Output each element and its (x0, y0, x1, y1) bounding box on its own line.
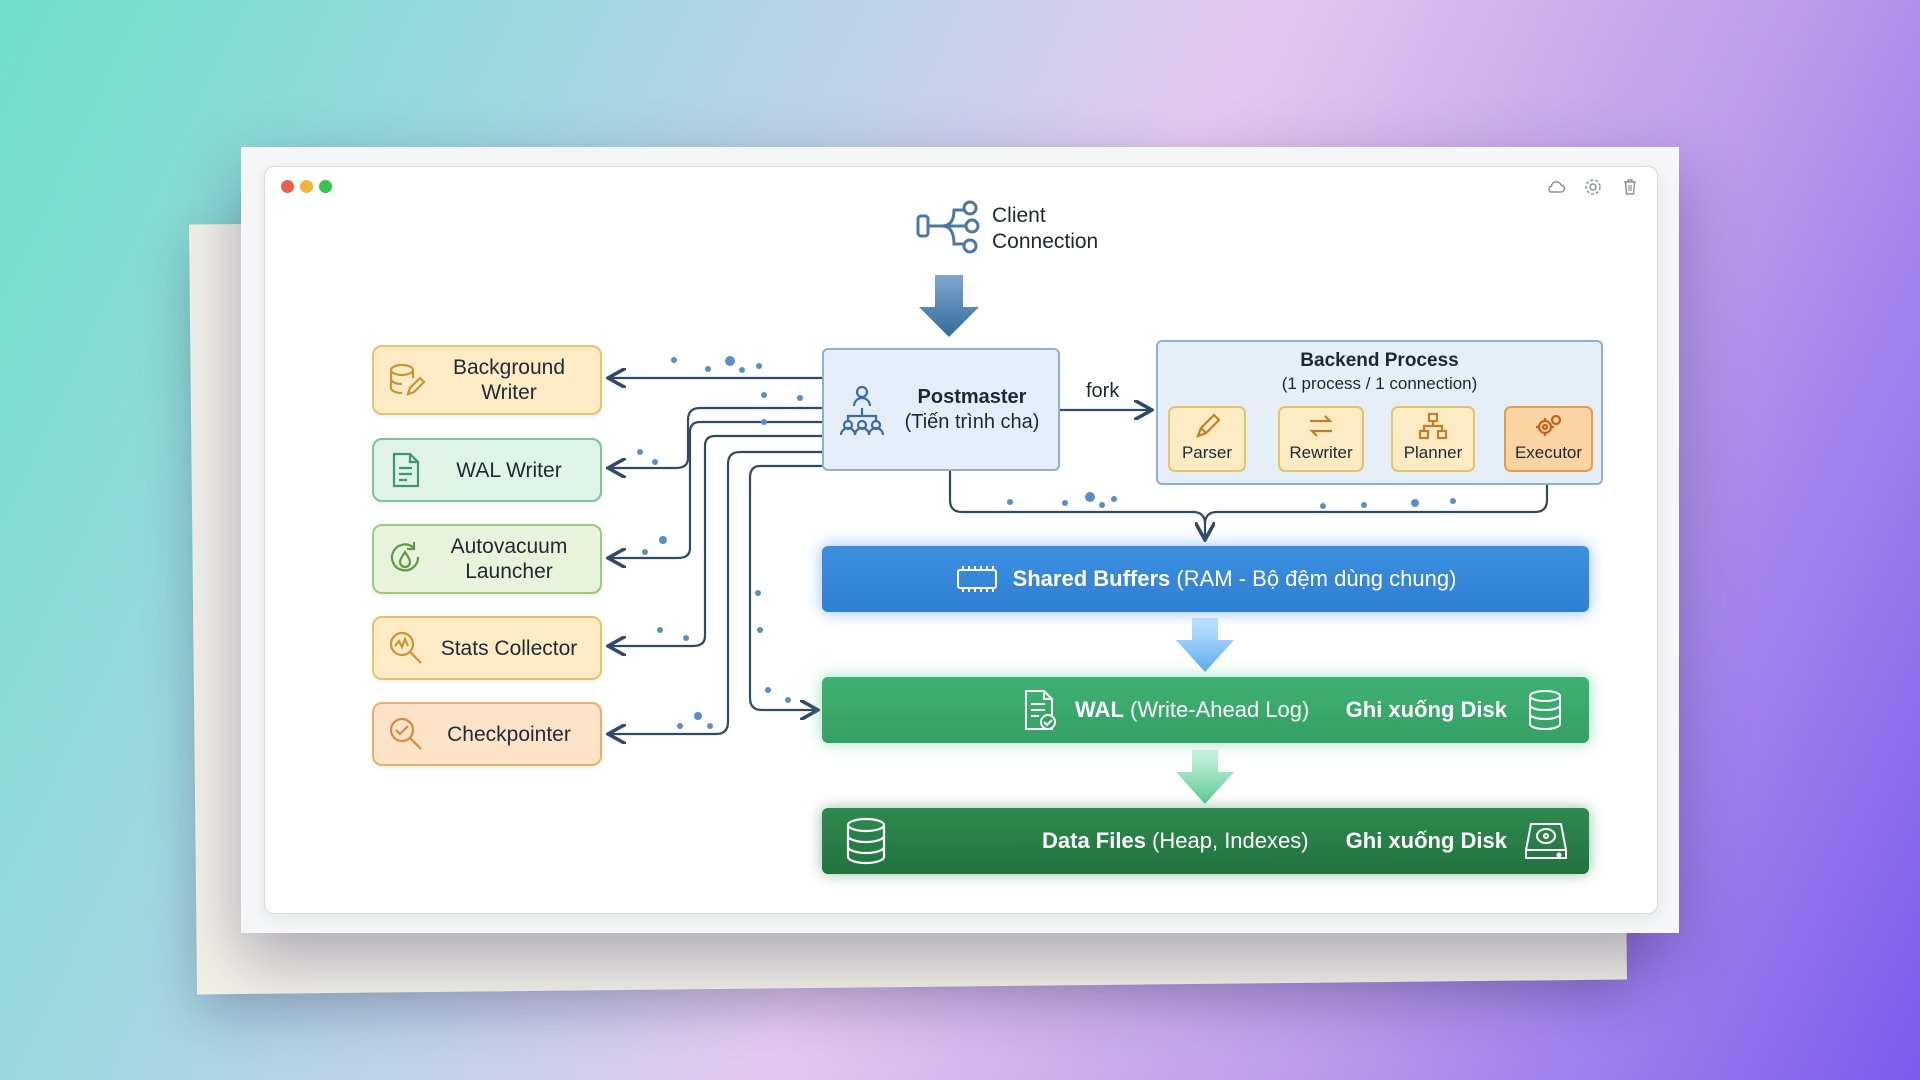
flow-arrow-shared-wal (1176, 618, 1234, 672)
cloud-icon[interactable] (1546, 177, 1566, 197)
connector-executor-shared (1203, 470, 1549, 525)
worker-stats-collector[interactable]: Stats Collector (372, 616, 602, 680)
minimize-window-button[interactable] (300, 180, 313, 193)
client-connection-label: Client Connection (992, 203, 1098, 255)
gears-icon (1535, 414, 1561, 436)
settings-icon[interactable] (1583, 177, 1603, 197)
stage-parser[interactable]: Parser (1168, 406, 1246, 472)
worker-wal-writer[interactable]: WAL Writer (372, 438, 602, 502)
decorative-dots (637, 356, 1456, 729)
worker-checkpointer[interactable]: Checkpointer (372, 702, 602, 766)
recycle-icon (390, 542, 420, 572)
connector-walwriter (610, 406, 822, 468)
document-icon (1025, 690, 1056, 730)
wal-disk-label: Ghi xuống Disk (1345, 697, 1507, 722)
connector-checkpointer (610, 450, 822, 734)
data-files-bar[interactable]: Data Files (Heap, Indexes) Ghi xuống Dis… (822, 808, 1589, 874)
wal-desc: (Write-Ahead Log) (1123, 697, 1310, 722)
postmaster-node[interactable]: Postmaster (Tiến trình cha) (822, 348, 1060, 471)
wal-title: WAL (1075, 697, 1124, 722)
data-files-title: Data Files (1042, 828, 1146, 853)
client-label-line2: Connection (992, 230, 1099, 253)
connector-wal (748, 464, 822, 710)
backend-subtitle: (1 process / 1 connection) (1281, 374, 1478, 393)
maximize-window-button[interactable] (319, 180, 332, 193)
search-check-icon (389, 717, 422, 750)
worker-label: Stats Collector (440, 636, 578, 660)
connector-postmaster-shared (948, 471, 1205, 538)
stage-executor[interactable]: Executor (1504, 406, 1593, 472)
close-window-button[interactable] (281, 180, 294, 193)
hierarchy-icon (1418, 412, 1448, 440)
document-icon (392, 452, 420, 488)
backend-title: Backend Process (1300, 350, 1459, 371)
pencil-icon (1196, 413, 1221, 438)
users-icon (839, 385, 885, 435)
data-files-desc: (Heap, Indexes) (1145, 828, 1309, 853)
database-icon (389, 363, 426, 396)
trash-icon[interactable] (1620, 177, 1640, 197)
postmaster-title: Postmaster (917, 385, 1027, 408)
client-down-arrow (919, 275, 979, 337)
shared-buffers-bar[interactable]: Shared Buffers (RAM - Bộ đệm dùng chung) (822, 546, 1589, 612)
memory-chip-icon (956, 566, 997, 592)
flow-arrow-wal-data (1176, 750, 1234, 804)
shared-buffers-title: Shared Buffers (1012, 566, 1171, 591)
database-icon (1529, 690, 1561, 731)
connector-stats (610, 434, 822, 646)
postmaster-label: Postmaster (Tiến trình cha) (886, 385, 1058, 435)
stage-planner[interactable]: Planner (1391, 406, 1475, 472)
data-files-disk-label: Ghi xuống Disk (1345, 828, 1507, 853)
postmaster-subtitle: (Tiến trình cha) (904, 410, 1040, 433)
shared-buffers-desc: (RAM - Bộ đệm dùng chung) (1170, 566, 1457, 591)
hard-drive-icon (1525, 823, 1567, 859)
fork-label: fork (1086, 380, 1120, 402)
stage-rewriter[interactable]: Rewriter (1278, 406, 1364, 472)
database-icon (846, 817, 886, 865)
worker-label: Checkpointer (447, 722, 571, 746)
swap-icon (1309, 415, 1333, 437)
connector-autovacuum (610, 420, 822, 558)
search-chart-icon (389, 631, 422, 664)
backend-process-group[interactable]: Backend Process (1 process / 1 connectio… (1156, 340, 1603, 485)
client-label-line1: Client (992, 204, 1046, 227)
wal-bar[interactable]: WAL (Write-Ahead Log) Ghi xuống Disk (822, 677, 1589, 743)
worker-label: WAL Writer (456, 458, 562, 482)
network-icon (916, 200, 980, 254)
